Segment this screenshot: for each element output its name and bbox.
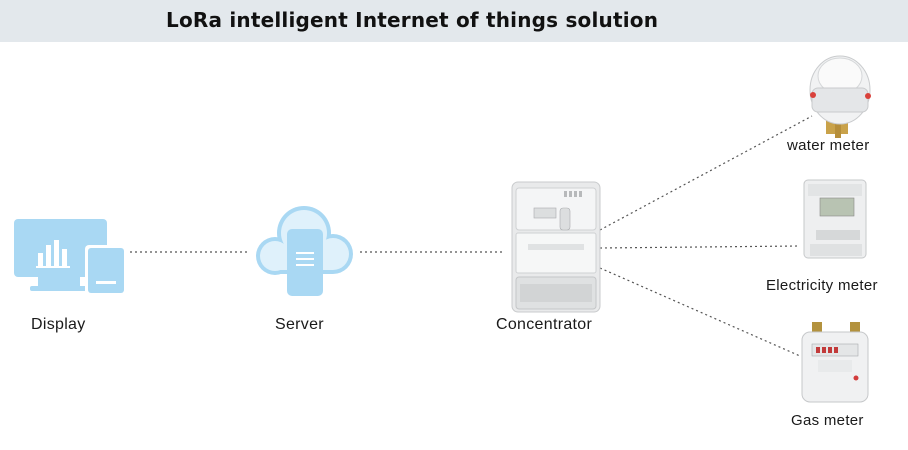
electricity-meter-icon (804, 180, 866, 258)
concentrator-icon (512, 182, 600, 312)
display-label: Display (31, 316, 86, 334)
electricity-meter-label: Electricity meter (766, 277, 878, 294)
gas-meter-icon (802, 322, 868, 402)
server-icon (256, 206, 353, 296)
connector-concentrator-electricity (600, 246, 800, 248)
concentrator-label: Concentrator (496, 316, 592, 334)
water-meter-label: water meter (787, 137, 870, 154)
gas-meter-label: Gas meter (791, 412, 864, 429)
connector-concentrator-water (600, 116, 812, 230)
server-label: Server (275, 316, 324, 334)
display-icon (14, 219, 127, 296)
water-meter-icon (810, 56, 871, 138)
